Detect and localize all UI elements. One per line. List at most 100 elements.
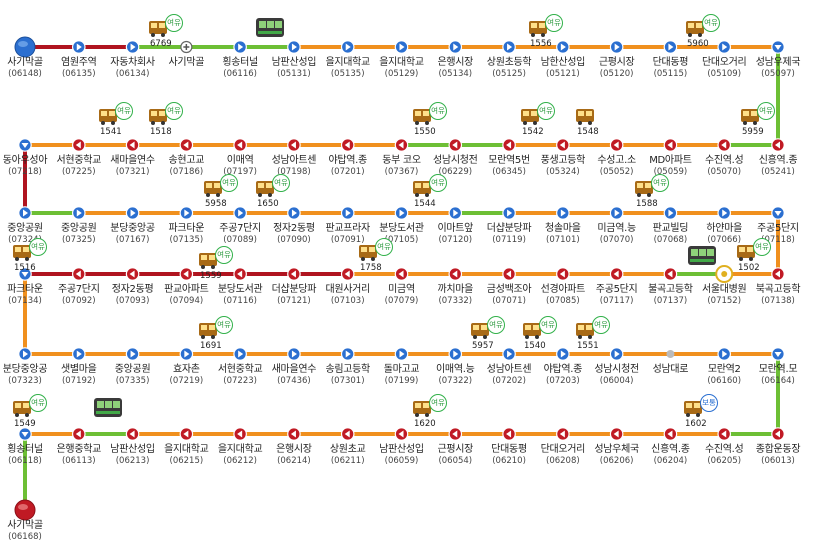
stop-name[interactable]: 사기막골 [7,520,43,531]
stop-name[interactable]: 남판산성입 [379,444,424,455]
stop-name[interactable]: 분당도서관 [217,284,263,295]
stop-name[interactable]: 샛별마을 [60,364,97,375]
stop-marker[interactable] [340,347,355,361]
stop-name[interactable]: 효자촌 [172,364,200,375]
stop-marker[interactable] [771,267,785,281]
stop-name[interactable]: 새마을연수 [271,364,317,375]
stop-marker[interactable] [609,347,624,361]
stop-marker[interactable] [556,347,570,361]
stop-name[interactable]: 정자2동평 [273,223,315,234]
stop-marker[interactable] [448,267,463,281]
stop-name[interactable]: 신흥역.종 [758,155,798,166]
stop-name[interactable]: 미금역 [388,284,415,295]
stop-name[interactable]: 파크타운 [7,284,43,295]
bus-icon[interactable] [470,322,490,344]
stop-name[interactable]: 은행시장 [276,444,312,455]
stop-name[interactable]: MD아파트 [649,155,692,166]
bus-icon[interactable] [528,20,548,42]
stop-name[interactable]: 더샵분당파 [486,223,532,234]
stop-marker[interactable] [394,267,409,281]
stop-marker[interactable] [663,138,678,152]
stop-marker[interactable] [233,427,247,441]
stop-marker[interactable] [502,347,516,361]
stop-marker[interactable] [717,427,732,441]
stop-name[interactable]: 새마을연수 [110,155,155,166]
stop-marker[interactable] [502,206,516,220]
stop-name[interactable]: 중앙공원 [114,364,151,375]
low-floor-bus-icon[interactable] [94,398,122,417]
stop-name[interactable]: 판교빌딩 [652,223,689,234]
stop-name[interactable]: 동부 코오 [382,155,421,166]
stop-marker[interactable] [125,138,140,152]
stop-name[interactable]: 금성백조아 [486,284,532,295]
stop-name[interactable]: 근평시장 [598,57,635,68]
stop-marker[interactable] [556,206,570,220]
stop-marker[interactable] [287,347,301,361]
stop-marker[interactable] [502,40,516,54]
stop-marker[interactable] [18,206,32,220]
stop-name[interactable]: 중앙공원 [7,223,43,234]
stop-name[interactable]: 사기막골 [7,57,43,68]
stop-name[interactable]: 서현중학교 [56,155,102,166]
stop-marker[interactable] [179,427,194,441]
bus-icon[interactable] [575,322,595,344]
bus-icon[interactable] [412,180,432,202]
stop-name[interactable]: 송현고교 [168,155,205,166]
low-floor-bus-icon[interactable] [256,18,284,37]
stop-marker[interactable] [18,267,32,281]
stop-marker[interactable] [502,138,516,152]
stop-name[interactable]: 분당중앙공 [110,223,155,234]
stop-name[interactable]: 까치마을 [437,284,474,295]
stop-marker[interactable] [125,347,140,361]
stop-name[interactable]: 을지대학교 [325,57,370,68]
stop-marker[interactable] [18,427,32,441]
stop-name[interactable]: 성남시청전 [433,155,478,166]
stop-name[interactable]: 미금역.능 [597,223,636,234]
stop-marker[interactable] [663,427,678,441]
stop-name[interactable]: 분당도서관 [379,223,424,234]
bus-icon[interactable] [520,108,540,130]
stop-name[interactable]: 주공7단지 [57,284,100,295]
stop-name[interactable]: 하얀마을 [706,223,742,234]
bus-icon[interactable] [12,400,32,422]
stop-name[interactable]: 은행시장 [437,57,474,68]
stop-name[interactable]: 수성고.소 [597,155,636,166]
stop-marker[interactable] [125,206,140,220]
stop-marker[interactable] [448,206,463,220]
stop-marker[interactable] [18,347,32,361]
stop-marker[interactable] [179,138,194,152]
stop-marker[interactable] [663,267,678,281]
bus-icon[interactable] [358,244,378,266]
stop-marker[interactable] [71,347,86,361]
stop-marker[interactable] [666,350,675,358]
stop-marker[interactable] [394,347,409,361]
stop-name[interactable]: 을지대학교 [217,444,263,455]
stop-name[interactable]: 중앙공원 [60,223,97,234]
stop-marker[interactable] [340,206,355,220]
stop-name[interactable]: 남한산성입 [540,57,586,68]
stop-marker[interactable] [502,427,516,441]
stop-marker[interactable] [233,267,247,281]
stop-name[interactable]: 단대동평 [491,444,527,455]
stop-name[interactable]: 횡송터널 [222,57,258,68]
stop-marker[interactable] [179,267,194,281]
stop-name[interactable]: 상원초교 [329,444,366,455]
stop-name[interactable]: 횡송터널 [7,444,43,455]
bus-icon[interactable] [198,252,218,274]
stop-marker[interactable] [125,267,140,281]
stop-name[interactable]: 신흥역.종 [651,444,690,455]
stop-name[interactable]: 상원초등학 [486,57,532,68]
stop-name[interactable]: 단대오거리 [701,57,747,68]
stop-marker[interactable] [448,347,463,361]
stop-marker[interactable] [609,40,624,54]
bus-icon[interactable] [98,108,118,130]
stop-marker[interactable] [394,206,409,220]
stop-name[interactable]: 야탑역.종 [328,155,367,166]
stop-marker[interactable] [179,347,194,361]
stop-name[interactable]: 청솔마을 [545,223,581,234]
stop-name[interactable]: 판교프라자 [325,223,370,234]
stop-name[interactable]: 주공5단지 [757,223,799,234]
stop-marker[interactable] [125,427,140,441]
stop-name[interactable]: 풍생고등학 [540,155,586,166]
stop-marker[interactable] [502,267,516,281]
